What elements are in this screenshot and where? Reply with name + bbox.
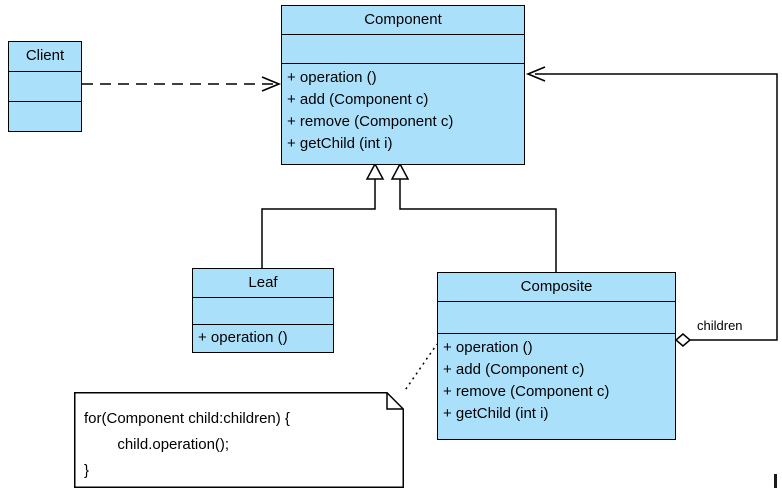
class-operations-composite: + operation () + add (Component c) + rem… xyxy=(438,333,675,439)
operation-row: + getChild (int i) xyxy=(443,405,549,422)
generalization-composite-to-component xyxy=(390,162,557,272)
class-attributes-component xyxy=(282,34,524,63)
note-line: for(Component child:children) { xyxy=(84,410,290,427)
note-text-block: for(Component child:children) { child.op… xyxy=(74,392,404,484)
class-box-composite[interactable]: Composite + operation () + add (Componen… xyxy=(437,272,676,440)
class-box-leaf[interactable]: Leaf + operation () xyxy=(192,268,334,353)
operation-row: + operation () xyxy=(287,69,377,86)
operation-row: + operation () xyxy=(443,339,533,356)
class-title-composite: Composite xyxy=(520,278,593,295)
operation-row: + add (Component c) xyxy=(287,91,429,108)
class-operations-leaf: + operation () xyxy=(193,324,333,354)
class-operations-client xyxy=(9,101,81,131)
operation-row: + remove (Component c) xyxy=(287,113,454,130)
operation-row: + add (Component c) xyxy=(443,361,585,378)
dependency-client-to-component xyxy=(82,76,282,92)
operation-row: + operation () xyxy=(198,329,288,346)
class-box-client[interactable]: Client xyxy=(8,41,82,132)
class-box-component[interactable]: Component + operation () + add (Componen… xyxy=(281,5,525,165)
class-attributes-client xyxy=(9,71,81,101)
operation-row: + remove (Component c) xyxy=(443,383,610,400)
class-operations-component: + operation () + add (Component c) + rem… xyxy=(282,63,524,166)
class-attributes-leaf xyxy=(193,297,333,324)
class-title-leaf: Leaf xyxy=(248,274,278,291)
class-attributes-composite xyxy=(438,301,675,333)
note-link-to-composite xyxy=(398,343,438,400)
note-line: child.operation(); xyxy=(84,436,230,453)
note-box-composite-operation[interactable]: for(Component child:children) { child.op… xyxy=(74,392,404,488)
note-line: } xyxy=(84,462,90,479)
generalization-leaf-to-component xyxy=(261,162,385,268)
class-title-client: Client xyxy=(25,47,65,64)
note-box-outline xyxy=(74,392,404,488)
corner-artifact-mark xyxy=(774,474,777,488)
operation-row: + getChild (int i) xyxy=(287,135,393,152)
class-title-component: Component xyxy=(364,11,442,28)
aggregation-label-children: children xyxy=(697,318,743,333)
